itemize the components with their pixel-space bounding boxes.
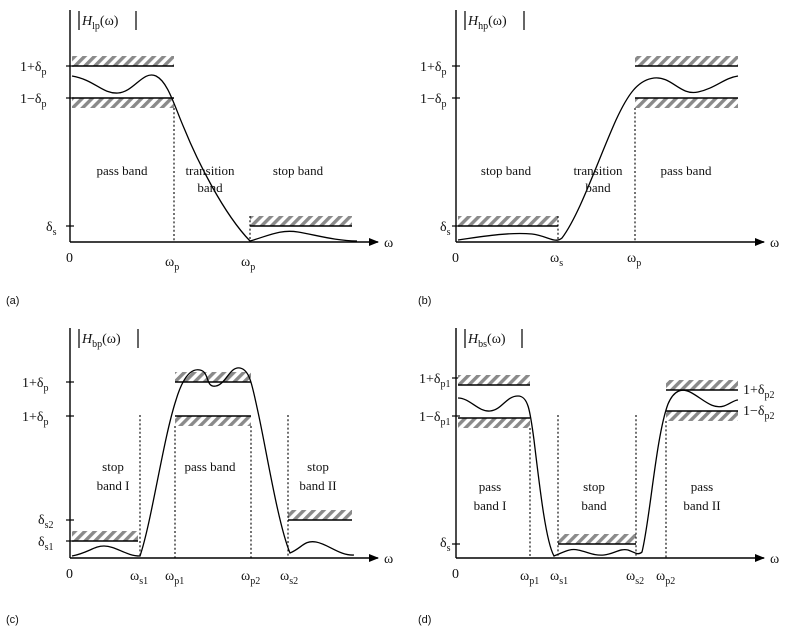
panel-c-magnitude-label: Hbp(ω)	[81, 332, 121, 350]
panel-c-band-1-line1: stop	[102, 459, 124, 474]
panel-a-band-2-line2: band	[197, 180, 223, 195]
panel-c-freq-4: ωs2	[280, 569, 298, 587]
panel-d-band-2-line2: band	[581, 498, 607, 513]
panel-d-band-1-line2: band I	[474, 498, 507, 513]
panel-c-freq-3: ωp2	[241, 569, 260, 587]
panel-d-level-p1-upper: 1+δp1	[419, 372, 451, 390]
panel-d-freq-4: ωp2	[656, 569, 675, 587]
panel-d-level-p2-upper: 1+δp2	[743, 383, 775, 401]
panel-b-omega-label: ω	[770, 236, 779, 251]
panel-c-level-lower: 1+δp	[22, 410, 49, 428]
panel-d-omega-label: ω	[770, 552, 779, 567]
panel-d-freq-3: ωs2	[626, 569, 644, 587]
panel-c-level-s2: δs2	[38, 513, 54, 531]
panel-c-level-upper: 1+δp	[22, 376, 49, 394]
panel-b-level-stop: δs	[440, 220, 451, 238]
panel-b-hatch-pass-upper	[635, 56, 738, 66]
panel-a-response-curve	[71, 74, 358, 242]
panel-c-caption: (c)	[6, 614, 19, 626]
panel-c-hatch-stop-2	[288, 510, 352, 520]
panel-d-band-1-line1: pass	[479, 479, 501, 494]
panel-b-level-lower: 1−δp	[420, 92, 447, 110]
panel-d-band-3-line1: pass	[691, 479, 713, 494]
panel-b-hatch-stop	[458, 216, 558, 226]
panel-a-caption: (a)	[6, 295, 19, 307]
panel-a-band-3: stop band	[273, 163, 324, 178]
panel-d-freq-2: ωs1	[550, 569, 568, 587]
panel-c-omega-label: ω	[384, 552, 393, 567]
panel-b-level-upper: 1+δp	[420, 60, 447, 78]
panel-d-bandstop: Hbs(ω) 1+δp1 1−δp1 δs 1+δp2 1−δp2 pass b…	[418, 328, 779, 626]
panel-b-band-3: pass band	[661, 163, 712, 178]
panel-c-hatch-stop-1	[72, 531, 138, 541]
panel-d-band-2-line1: stop	[583, 479, 605, 494]
panel-b-band-2-line1: transition	[573, 163, 623, 178]
panel-c-band-1-line2: band I	[97, 478, 130, 493]
panel-a-magnitude-label: Hlp(ω)	[81, 14, 119, 32]
panel-b-highpass: Hhp(ω) 1+δp 1−δp δs stop band transition…	[418, 10, 779, 307]
panel-a-level-lower: 1−δp	[20, 92, 47, 110]
panel-a-freq-2: ωp	[241, 255, 255, 273]
panel-c-band-2: pass band	[185, 459, 236, 474]
panel-b-freq-1: ωs	[550, 251, 563, 269]
panel-d-hatch-pass1-lower	[458, 418, 530, 428]
panel-d-freq-1: ωp1	[520, 569, 539, 587]
panel-d-caption: (d)	[418, 614, 431, 626]
panel-c-origin: 0	[66, 567, 73, 582]
panel-a-hatch-pass-lower	[72, 98, 174, 108]
panel-b-response-curve	[457, 75, 739, 241]
panel-b-freq-2: ωp	[627, 251, 641, 269]
panel-a-level-upper: 1+δp	[20, 60, 47, 78]
panel-c-bandpass: Hbp(ω) 1+δp 1+δp δs2 δs1 stop band I pas…	[6, 328, 393, 626]
panel-a-freq-1: ωp	[165, 255, 179, 273]
panel-d-level-stop: δs	[440, 536, 451, 554]
panel-b-caption: (b)	[418, 295, 431, 307]
panel-c-band-3-line1: stop	[307, 459, 329, 474]
panel-b-hatch-pass-lower	[635, 98, 738, 108]
panel-b-magnitude-label: Hhp(ω)	[467, 14, 507, 32]
panel-c-hatch-pass-upper	[175, 372, 251, 382]
panel-d-hatch-pass2-upper	[666, 380, 738, 390]
panel-d-hatch-stop	[558, 534, 636, 544]
panel-c-freq-2: ωp1	[165, 569, 184, 587]
panel-a-omega-label: ω	[384, 236, 393, 251]
panel-c-response-curve	[71, 367, 355, 557]
panel-a-band-2-line1: transition	[185, 163, 235, 178]
panel-a-hatch-stop	[250, 216, 352, 226]
panel-b-band-1: stop band	[481, 163, 532, 178]
panel-a-origin: 0	[66, 251, 73, 266]
panel-d-band-3-line2: band II	[683, 498, 720, 513]
panel-a-band-1: pass band	[97, 163, 148, 178]
panel-a-hatch-pass-upper	[72, 56, 174, 66]
panel-b-origin: 0	[452, 251, 459, 266]
panel-d-origin: 0	[452, 567, 459, 582]
panel-a-level-stop: δs	[46, 220, 57, 238]
panel-c-band-3-line2: band II	[299, 478, 336, 493]
panel-d-hatch-pass2-lower	[666, 411, 738, 421]
panel-c-hatch-pass-lower	[175, 416, 251, 426]
panel-b-band-2-line2: band	[585, 180, 611, 195]
panel-d-hatch-pass1-upper	[458, 375, 530, 385]
panel-d-response-curve	[457, 389, 739, 557]
panel-d-level-p2-lower: 1−δp2	[743, 404, 775, 422]
panel-d-level-p1-lower: 1−δp1	[419, 410, 451, 428]
panel-d-magnitude-label: Hbs(ω)	[467, 332, 506, 350]
panel-a-lowpass: Hlp(ω) 1+δp 1−δp δs pass band transition…	[6, 10, 393, 307]
panel-c-freq-1: ωs1	[130, 569, 148, 587]
panel-c-level-s1: δs1	[38, 535, 54, 553]
